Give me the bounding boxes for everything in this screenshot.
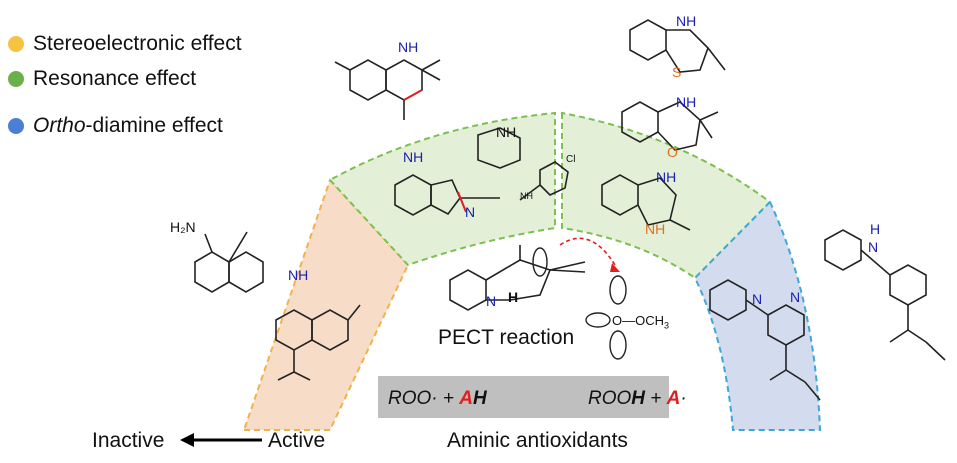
methoxy-subscript: 3 [664,320,670,331]
legend-dot-resonance [8,71,24,87]
legend-label-resonance: Resonance effect [33,67,197,90]
methoxy-text: O—OCH [612,313,664,328]
legend-label-stereoelectronic: Stereoelectronic effect [33,32,242,55]
active-label: Active [268,429,326,452]
molecule-benzoxazine [621,101,719,151]
legend-item-resonance: Resonance effect [8,67,196,91]
atom-label-nh-8: NH [645,221,666,237]
resonance-segment-left [328,111,556,267]
molecule-tetrahydroquinoxaline [601,174,691,231]
legend-label-ortho-italic: Ortho [33,114,86,137]
equation-box [378,376,669,418]
atom-label-n-2: N [752,291,763,307]
atom-label-n-center: N [486,293,497,309]
atom-label-nh-5: NH [676,13,697,29]
highlight-bond-1 [403,89,423,101]
atom-label-nh-7: NH [656,169,677,185]
methoxy-label: O—OCH3 [612,314,669,331]
legend-label-ortho-rest: -diamine effect [85,114,223,137]
atom-label-n-3: N [790,289,801,305]
molecule-cyclohexyl-amine-ester [824,229,946,361]
electron-transfer-arrow [559,237,616,266]
molecule-pect-center [449,245,586,311]
eq-rhs-a: A [666,388,681,409]
atom-label-nh-small: NH [520,191,533,201]
legend-dot-stereoelectronic [8,36,24,52]
eq-rhs-plus: + [645,388,667,409]
eq-rhs-dot: · [680,388,687,409]
eq-lhs-radical: ROO· + [388,388,460,409]
eq-lhs-h: H [473,388,487,409]
molecule-benzothiazine [629,19,726,73]
equation-lhs: ROO· + AH [388,388,487,410]
atom-label-o: O [667,144,678,160]
atom-label-nh-3: NH [403,149,424,165]
pect-reaction-label: PECT reaction [438,326,575,349]
highlight-bond-2 [457,191,467,213]
stereoelectronic-segment [242,178,410,431]
molecule-trimethyl-tetrahydroquinoline [334,59,441,120]
atom-label-s: S [672,64,682,80]
legend-dot-ortho-diamine [8,118,24,134]
inactive-label: Inactive [92,429,165,452]
atom-label-nh-4: NH [496,124,517,140]
molecule-naphthylamine [194,231,264,293]
eq-rhs-h: H [631,388,646,409]
eq-rhs-radical: ROO [588,388,632,409]
atom-label-nh-6: NH [676,94,697,110]
molecule-cyclohexyl-diamine-ester [709,279,821,401]
molecule-dihydroquinoline [275,304,361,381]
legend-item-stereoelectronic: Stereoelectronic effect [8,32,242,56]
molecule-spiro-indoline [394,127,569,216]
atom-label-n-4: N [868,239,879,255]
eq-lhs-a: A [459,388,473,409]
atom-label-h2n: H₂N [170,219,196,235]
activity-arrow-head [180,433,194,447]
electron-arrow-head [610,263,620,272]
atom-label-nh-2: NH [398,39,419,55]
ortho-diamine-segment [693,200,822,431]
atom-label-cl: Cl [566,154,576,165]
diagram-title: Aminic antioxidants [447,429,628,452]
atom-label-n-1: N [465,204,476,220]
atom-label-h-center: H [508,289,519,305]
legend-item-ortho-diamine: Ortho-diamine effect [8,114,223,138]
equation-rhs: ROOH + A· [588,388,687,410]
atom-label-nh-1: NH [288,267,309,283]
atom-label-h-1: H [870,221,881,237]
legend-label-ortho-diamine: Ortho-diamine effect [33,114,223,138]
orbital-lobes [532,247,627,360]
